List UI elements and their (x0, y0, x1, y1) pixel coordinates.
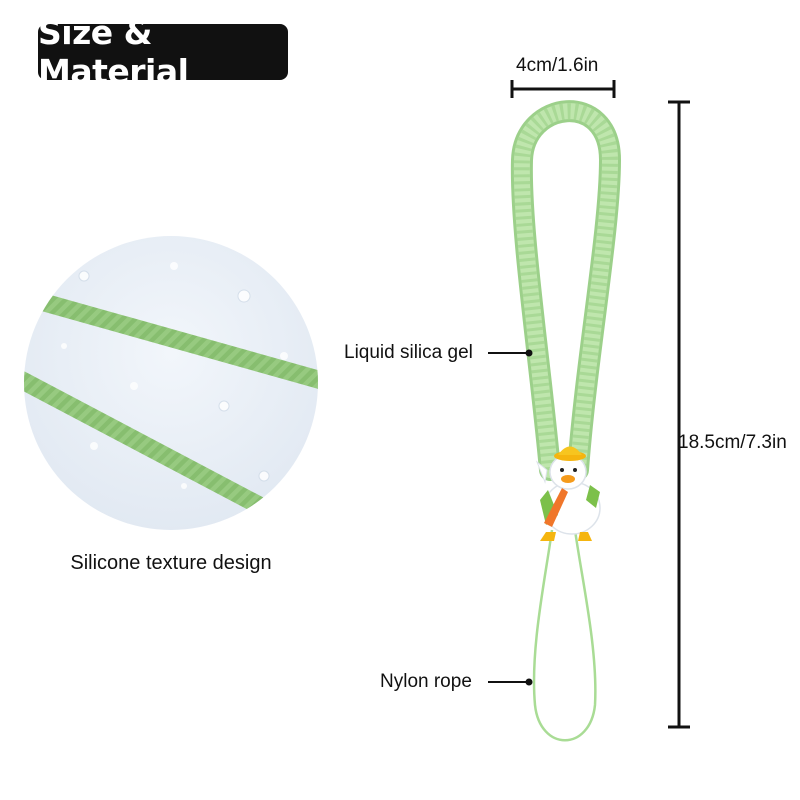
upper-callout-pointer (488, 349, 533, 357)
duck-charm-icon (535, 446, 601, 541)
title-badge: Size & Material (38, 13, 288, 91)
page-title: Size & Material (38, 13, 189, 91)
width-dimension-bar (510, 80, 616, 98)
nylon-rope (532, 529, 597, 742)
texture-closeup-image (24, 236, 318, 530)
lower-callout-pointer (488, 678, 533, 686)
silicone-strap (510, 100, 622, 481)
height-label: 18.5cm/7.3in (678, 432, 787, 453)
nylon-rope-label: Nylon rope (380, 671, 472, 692)
texture-caption: Silicone texture design (70, 552, 272, 574)
liquid-silica-gel-label: Liquid silica gel (344, 342, 473, 363)
width-label: 4cm/1.6in (516, 55, 599, 76)
height-dimension-bar (668, 100, 690, 729)
